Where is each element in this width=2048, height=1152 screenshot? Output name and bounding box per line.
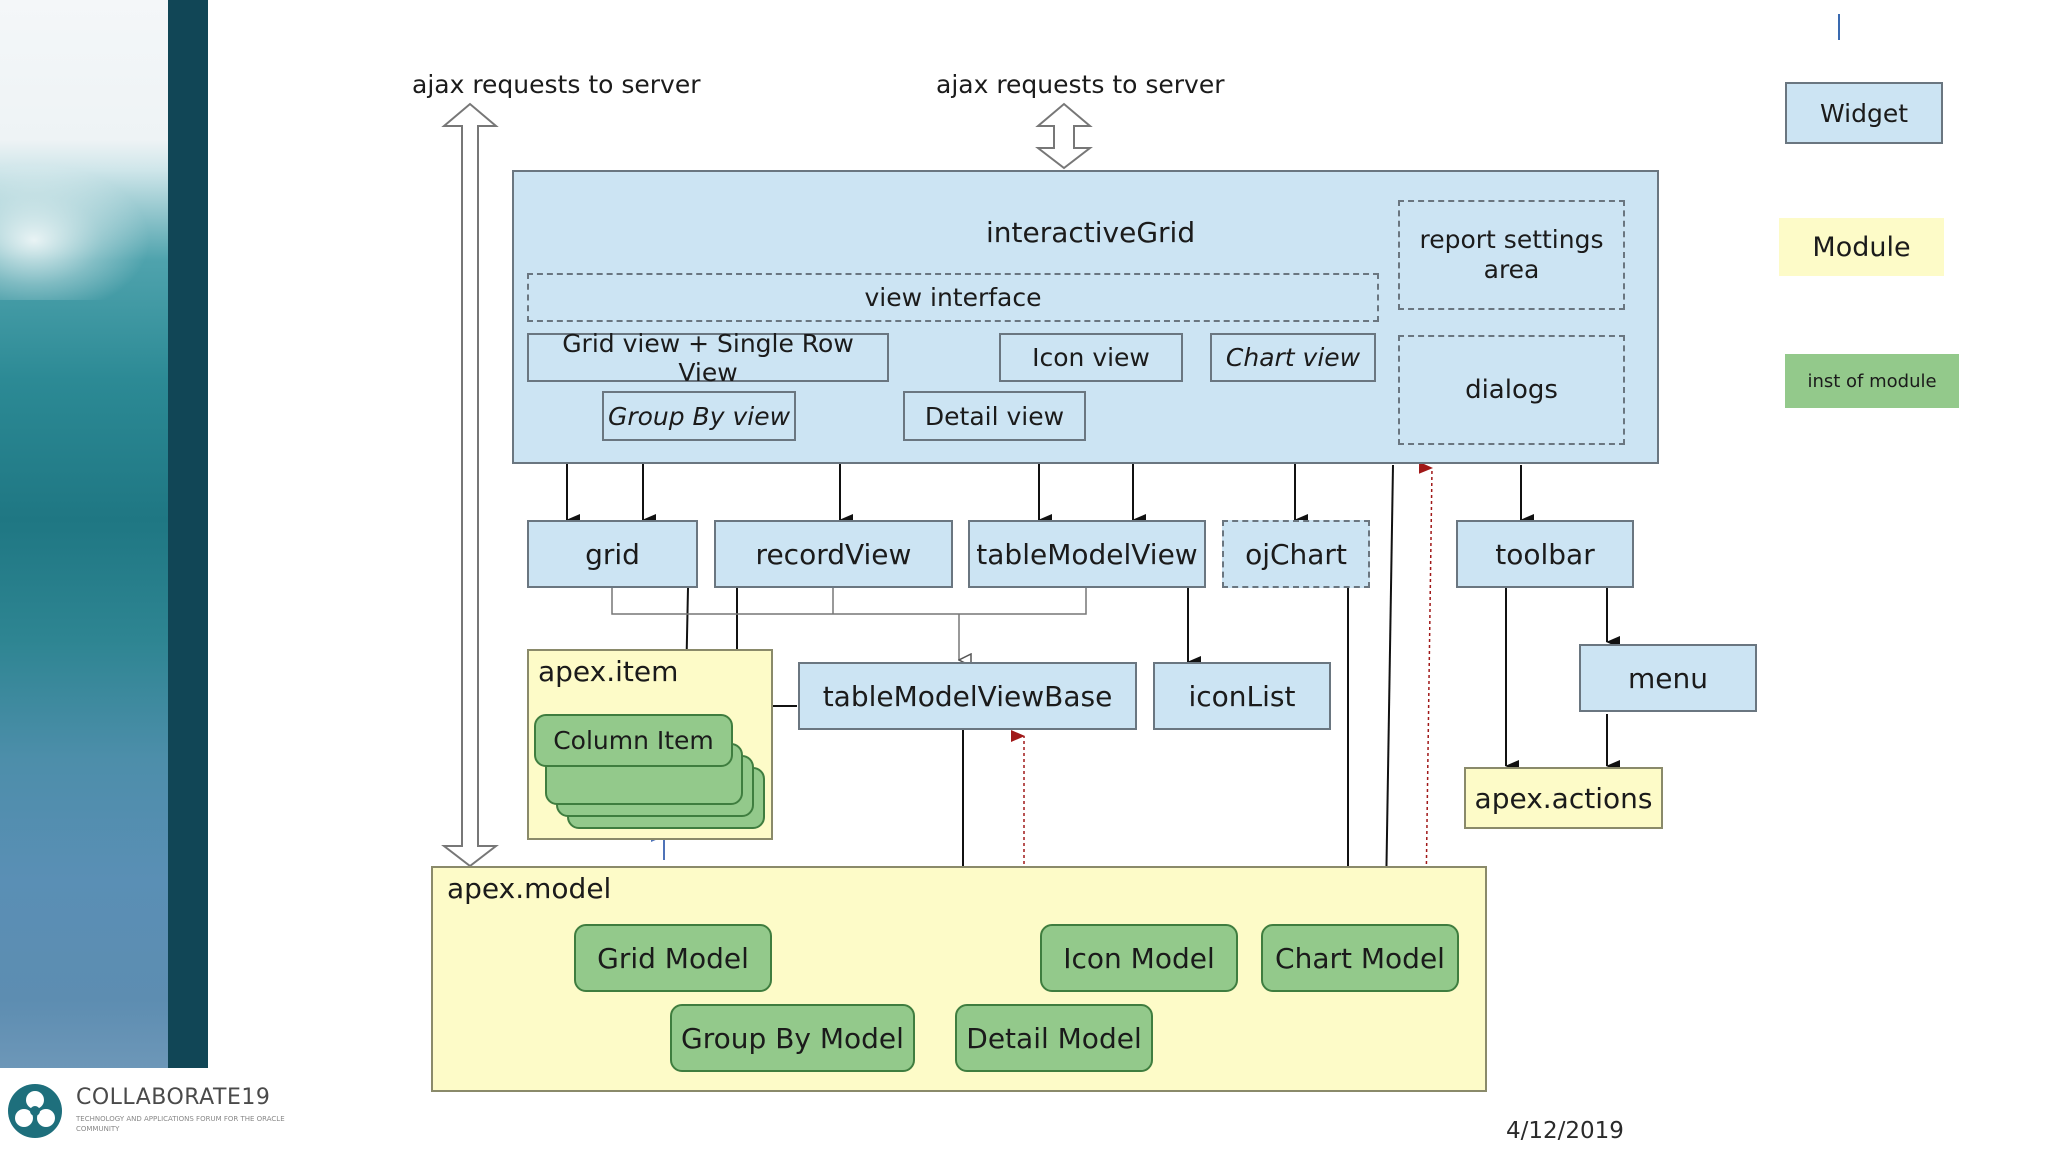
logo-subtitle: TECHNOLOGY AND APPLICATIONS FORUM FOR TH…: [76, 1115, 285, 1133]
group-by-view: Group By view: [602, 391, 796, 441]
legend-widget: Widget: [1785, 82, 1943, 144]
cursor-mark: [1838, 14, 1840, 40]
icon-list-widget: iconList: [1153, 662, 1331, 730]
grid-model: Grid Model: [574, 924, 772, 992]
wave-crest: [0, 150, 170, 300]
chart-model: Chart Model: [1261, 924, 1459, 992]
apex-model-title: apex.model: [447, 872, 612, 905]
column-item: Column Item: [534, 714, 733, 767]
collaborate-logo-icon: [8, 1084, 62, 1138]
apex-item-title: apex.item: [538, 655, 679, 688]
legend-instance-label: inst of module: [1807, 370, 1937, 392]
dialogs-label: dialogs: [1465, 375, 1558, 405]
detail-view: Detail view: [903, 391, 1086, 441]
menu-label: menu: [1628, 661, 1708, 695]
grid-single-row-view-label: Grid view + Single Row View: [562, 328, 854, 387]
ajax-label-top: ajax requests to server: [936, 70, 1225, 99]
column-item-label: Column Item: [553, 726, 714, 755]
table-model-view-base-label: tableModelViewBase: [822, 679, 1113, 713]
icon-view-label: Icon view: [1032, 343, 1150, 372]
chart-view: Chart view: [1210, 333, 1376, 382]
group-by-view-label: Group By view: [607, 401, 791, 431]
group-by-model: Group By Model: [670, 1004, 915, 1072]
logo-title: COLLABORATE19: [76, 1085, 271, 1110]
icon-model: Icon Model: [1040, 924, 1238, 992]
side-bar: [168, 0, 208, 1068]
toolbar-widget: toolbar: [1456, 520, 1634, 588]
ajax-double-arrow-top: [1035, 102, 1093, 170]
report-settings-area: report settings area: [1398, 200, 1625, 310]
group-by-model-label: Group By Model: [681, 1021, 904, 1055]
icon-model-label: Icon Model: [1063, 941, 1215, 975]
slide-date: 4/12/2019: [1506, 1118, 1624, 1144]
table-model-view-base: tableModelViewBase: [798, 662, 1137, 730]
ajax-double-arrow-left: [441, 102, 499, 868]
menu-widget: menu: [1579, 644, 1757, 712]
oj-chart-widget: ojChart: [1222, 520, 1370, 588]
toolbar-label: toolbar: [1495, 537, 1595, 571]
view-interface: view interface: [527, 273, 1379, 322]
view-interface-label: view interface: [864, 283, 1042, 312]
apex-actions-label: apex.actions: [1474, 781, 1653, 815]
legend-widget-label: Widget: [1819, 98, 1909, 128]
detail-model: Detail Model: [955, 1004, 1153, 1072]
record-view-widget: recordView: [714, 520, 953, 588]
apex-actions-module: apex.actions: [1464, 767, 1663, 829]
detail-view-label: Detail view: [924, 401, 1065, 431]
legend-module-label: Module: [1812, 231, 1911, 263]
report-settings-label: report settings area: [1419, 225, 1604, 284]
chart-view-label: Chart view: [1225, 343, 1361, 372]
oj-chart-label: ojChart: [1245, 537, 1347, 571]
grid-widget-label: grid: [585, 537, 640, 571]
table-model-view-widget: tableModelView: [968, 520, 1206, 588]
grid-single-row-view: Grid view + Single Row View: [527, 329, 889, 387]
ajax-label-left: ajax requests to server: [412, 70, 701, 99]
legend-module: Module: [1779, 218, 1944, 276]
legend-instance: inst of module: [1785, 354, 1959, 408]
record-view-label: recordView: [755, 537, 912, 571]
dialogs-area: dialogs: [1398, 335, 1625, 445]
interactive-grid-title: interactiveGrid: [986, 216, 1196, 249]
chart-model-label: Chart Model: [1275, 941, 1445, 975]
grid-widget: grid: [527, 520, 698, 588]
icon-view: Icon view: [999, 333, 1183, 382]
table-model-view-label: tableModelView: [976, 537, 1198, 571]
grid-model-label: Grid Model: [597, 941, 749, 975]
icon-list-label: iconList: [1188, 679, 1296, 713]
detail-model-label: Detail Model: [966, 1021, 1142, 1055]
